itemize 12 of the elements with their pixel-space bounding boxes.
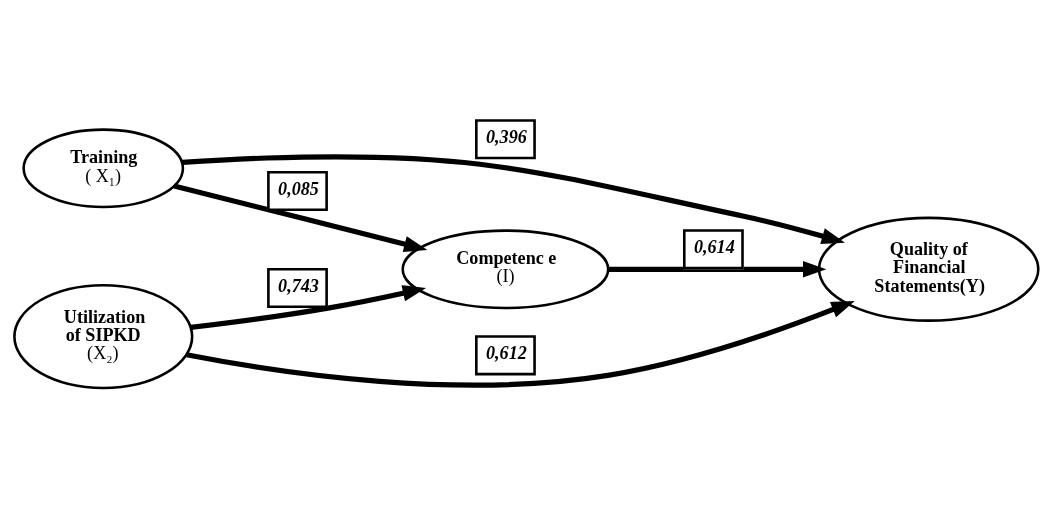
- edge-label: 0,085: [278, 179, 319, 200]
- edge-label: 0,743: [278, 276, 319, 297]
- arrow: [182, 154, 845, 245]
- edge-label: 0,396: [486, 127, 527, 148]
- arrow: [190, 285, 427, 330]
- arrow: [186, 300, 855, 388]
- arrow: [173, 183, 428, 253]
- edge-label: 0,614: [693, 237, 735, 258]
- arrow: [608, 261, 827, 278]
- edge-label: 0,612: [486, 343, 527, 364]
- node-ellipse: Utilization of SIPKD (X₂): [13, 283, 194, 390]
- node-ellipse: Training ( X₁): [22, 128, 185, 209]
